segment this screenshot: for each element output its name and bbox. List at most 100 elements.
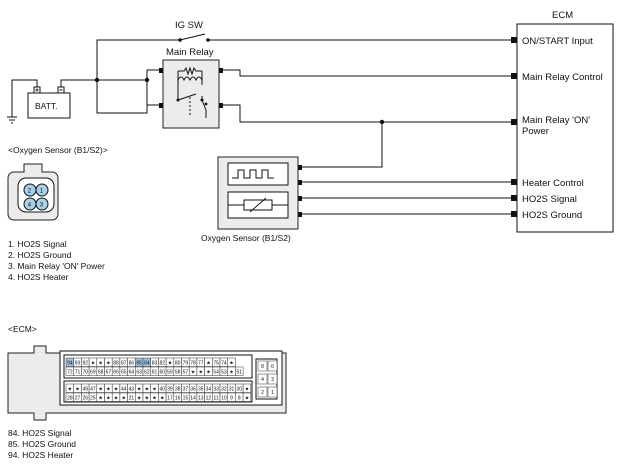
ecm-pin-cell	[227, 357, 236, 367]
ecm-pin-number: 54	[213, 369, 219, 375]
ecm-pin-number: 80	[175, 360, 181, 366]
sensor-power-wire	[302, 122, 383, 168]
ecm-pin-number: ★	[75, 386, 80, 392]
ecm-pin-power: Power	[522, 126, 549, 137]
ecm-pin-terminal	[511, 73, 517, 79]
ecm-pin-number: ★	[106, 360, 111, 366]
ecm-pin-terminal	[511, 211, 517, 217]
ecm-pin-number: ★	[68, 386, 73, 392]
ecm-side-pin-number: 8	[261, 364, 264, 370]
sensor-legend-4: 4. HO2S Heater	[8, 272, 69, 282]
ecm-pin-number: ★	[145, 395, 150, 401]
ecm-pins	[511, 37, 517, 217]
ecm-pin-number: ★	[114, 386, 119, 392]
ecm-pin-number: 26	[82, 395, 88, 401]
ecm-pin-number: ★	[152, 395, 157, 401]
ecm-pin-number: 79	[183, 360, 189, 366]
ecm-pin-number: ★	[160, 395, 165, 401]
ecm-pin-number: 83	[152, 360, 158, 366]
ecm-pin-number: ★	[152, 386, 157, 392]
ecm-pin-number: 47	[90, 386, 96, 392]
ecm-pin-main-relay-on: Main Relay 'ON'	[522, 115, 590, 126]
ecm-pin-number: ★	[98, 360, 103, 366]
ground-symbol	[7, 116, 17, 124]
ecm-pin-number: 69	[90, 369, 96, 375]
sensor-pin-4: 4	[28, 203, 32, 209]
ecm-pin-number: ★	[114, 395, 119, 401]
ecm-pin-number: 15	[183, 395, 189, 401]
ecm-side-pin-cell	[257, 373, 268, 385]
ecm-pin-main-relay-control: Main Relay Control	[522, 72, 603, 83]
ecm-pin-number: 87	[121, 360, 127, 366]
ecm-pin-number: 59	[167, 369, 173, 375]
sensor-pin-2: 2	[28, 189, 32, 195]
ecm-pin-terminal	[511, 195, 517, 201]
ig-sw-feed-wire	[96, 39, 180, 80]
ecm-side-pin-number: 6	[271, 364, 274, 370]
ecm-pin-terminal	[511, 37, 517, 43]
battery: BATT.	[27, 86, 71, 119]
ecm-pin-terminal	[511, 179, 517, 185]
ecm-side-pin-cell	[267, 373, 278, 385]
ecm-pin-number: ★	[106, 395, 111, 401]
ecm-pin-number: 74	[221, 360, 227, 366]
ecm-pin-number: 77	[198, 360, 204, 366]
relay-coil-feed-wire	[97, 69, 159, 81]
ecm-pin-number: 63	[136, 369, 142, 375]
ecm-pin-number: 84	[144, 360, 150, 366]
ecm-pin-number: 53	[221, 369, 227, 375]
ecm-pin-number: 71	[75, 369, 81, 375]
ecm-pin-number: ★	[137, 395, 142, 401]
ecm-pin-number: 11	[214, 395, 219, 401]
ecm-side-pin-number: 4	[261, 377, 264, 383]
ecm-pin-number: 39	[167, 386, 173, 392]
ecm-pin-number: 8	[238, 395, 241, 401]
ecm-pin-number: 60	[159, 369, 165, 375]
ecm-pin-number: ★	[106, 386, 111, 392]
oxygen-sensor-label: Oxygen Sensor (B1/S2)	[201, 233, 291, 243]
sensor-connector-title: <Oxygen Sensor (B1/S2)>	[8, 145, 108, 155]
ecm-pin-number: 36	[190, 386, 196, 392]
sensor-connector: 2 1 4 3	[7, 163, 59, 221]
relay-switch-feed-wire	[96, 80, 159, 114]
ecm-pin-cell	[242, 383, 252, 393]
ecm-pin-number: 68	[98, 369, 104, 375]
ecm-legend-1: 84. HO2S Signal	[8, 428, 71, 438]
ecm-pin-number: 13	[198, 395, 204, 401]
sensor-pin-1: 1	[40, 189, 44, 195]
ecm-pin-number: 16	[175, 395, 181, 401]
main-relay-on-power-wire	[223, 104, 511, 123]
ecm-pin-number: ★	[98, 395, 103, 401]
ecm-legend-3: 94. HO2S Heater	[8, 450, 73, 460]
ecm-pin-number: 9	[230, 395, 233, 401]
ecm-pin-terminal	[511, 119, 517, 125]
ecm-pin-number: ★	[229, 369, 234, 375]
ecm-pin-number: ★	[145, 386, 150, 392]
ecm-pin-number: 21	[129, 395, 135, 401]
ecm-pin-number: 85	[136, 360, 142, 366]
ecm-pin-number: ★	[245, 395, 250, 401]
ecm-pin-number: 88	[113, 360, 119, 366]
ecm-pin-number: 58	[175, 369, 181, 375]
sensor-legend-1: 1. HO2S Signal	[8, 239, 67, 249]
ig-switch-label: IG SW	[175, 20, 203, 31]
ecm-pin-cell	[242, 392, 252, 402]
ecm-connector-title: <ECM>	[8, 324, 37, 334]
ecm-title: ECM	[552, 10, 573, 21]
ecm-pin-ho2s-ground: HO2S Ground	[522, 210, 582, 221]
ecm-pin-number: 17	[167, 395, 173, 401]
sensor-legend-2: 2. HO2S Ground	[8, 250, 72, 260]
ecm-pin-on-start: ON/START Input	[522, 36, 593, 47]
ecm-side-pin-cell	[267, 360, 278, 372]
ecm-pin-number: 32	[221, 386, 227, 392]
ecm-side-pin-number: 2	[261, 390, 264, 396]
ecm-pin-number: 86	[129, 360, 135, 366]
ecm-pin-number: ★	[206, 360, 211, 366]
battery-label: BATT.	[35, 101, 58, 111]
ecm-pin-ho2s-signal: HO2S Signal	[522, 194, 577, 205]
ecm-pin-number: 38	[175, 386, 181, 392]
ecm-pin-number: 25	[90, 395, 96, 401]
ecm-pin-number: 61	[152, 369, 158, 375]
